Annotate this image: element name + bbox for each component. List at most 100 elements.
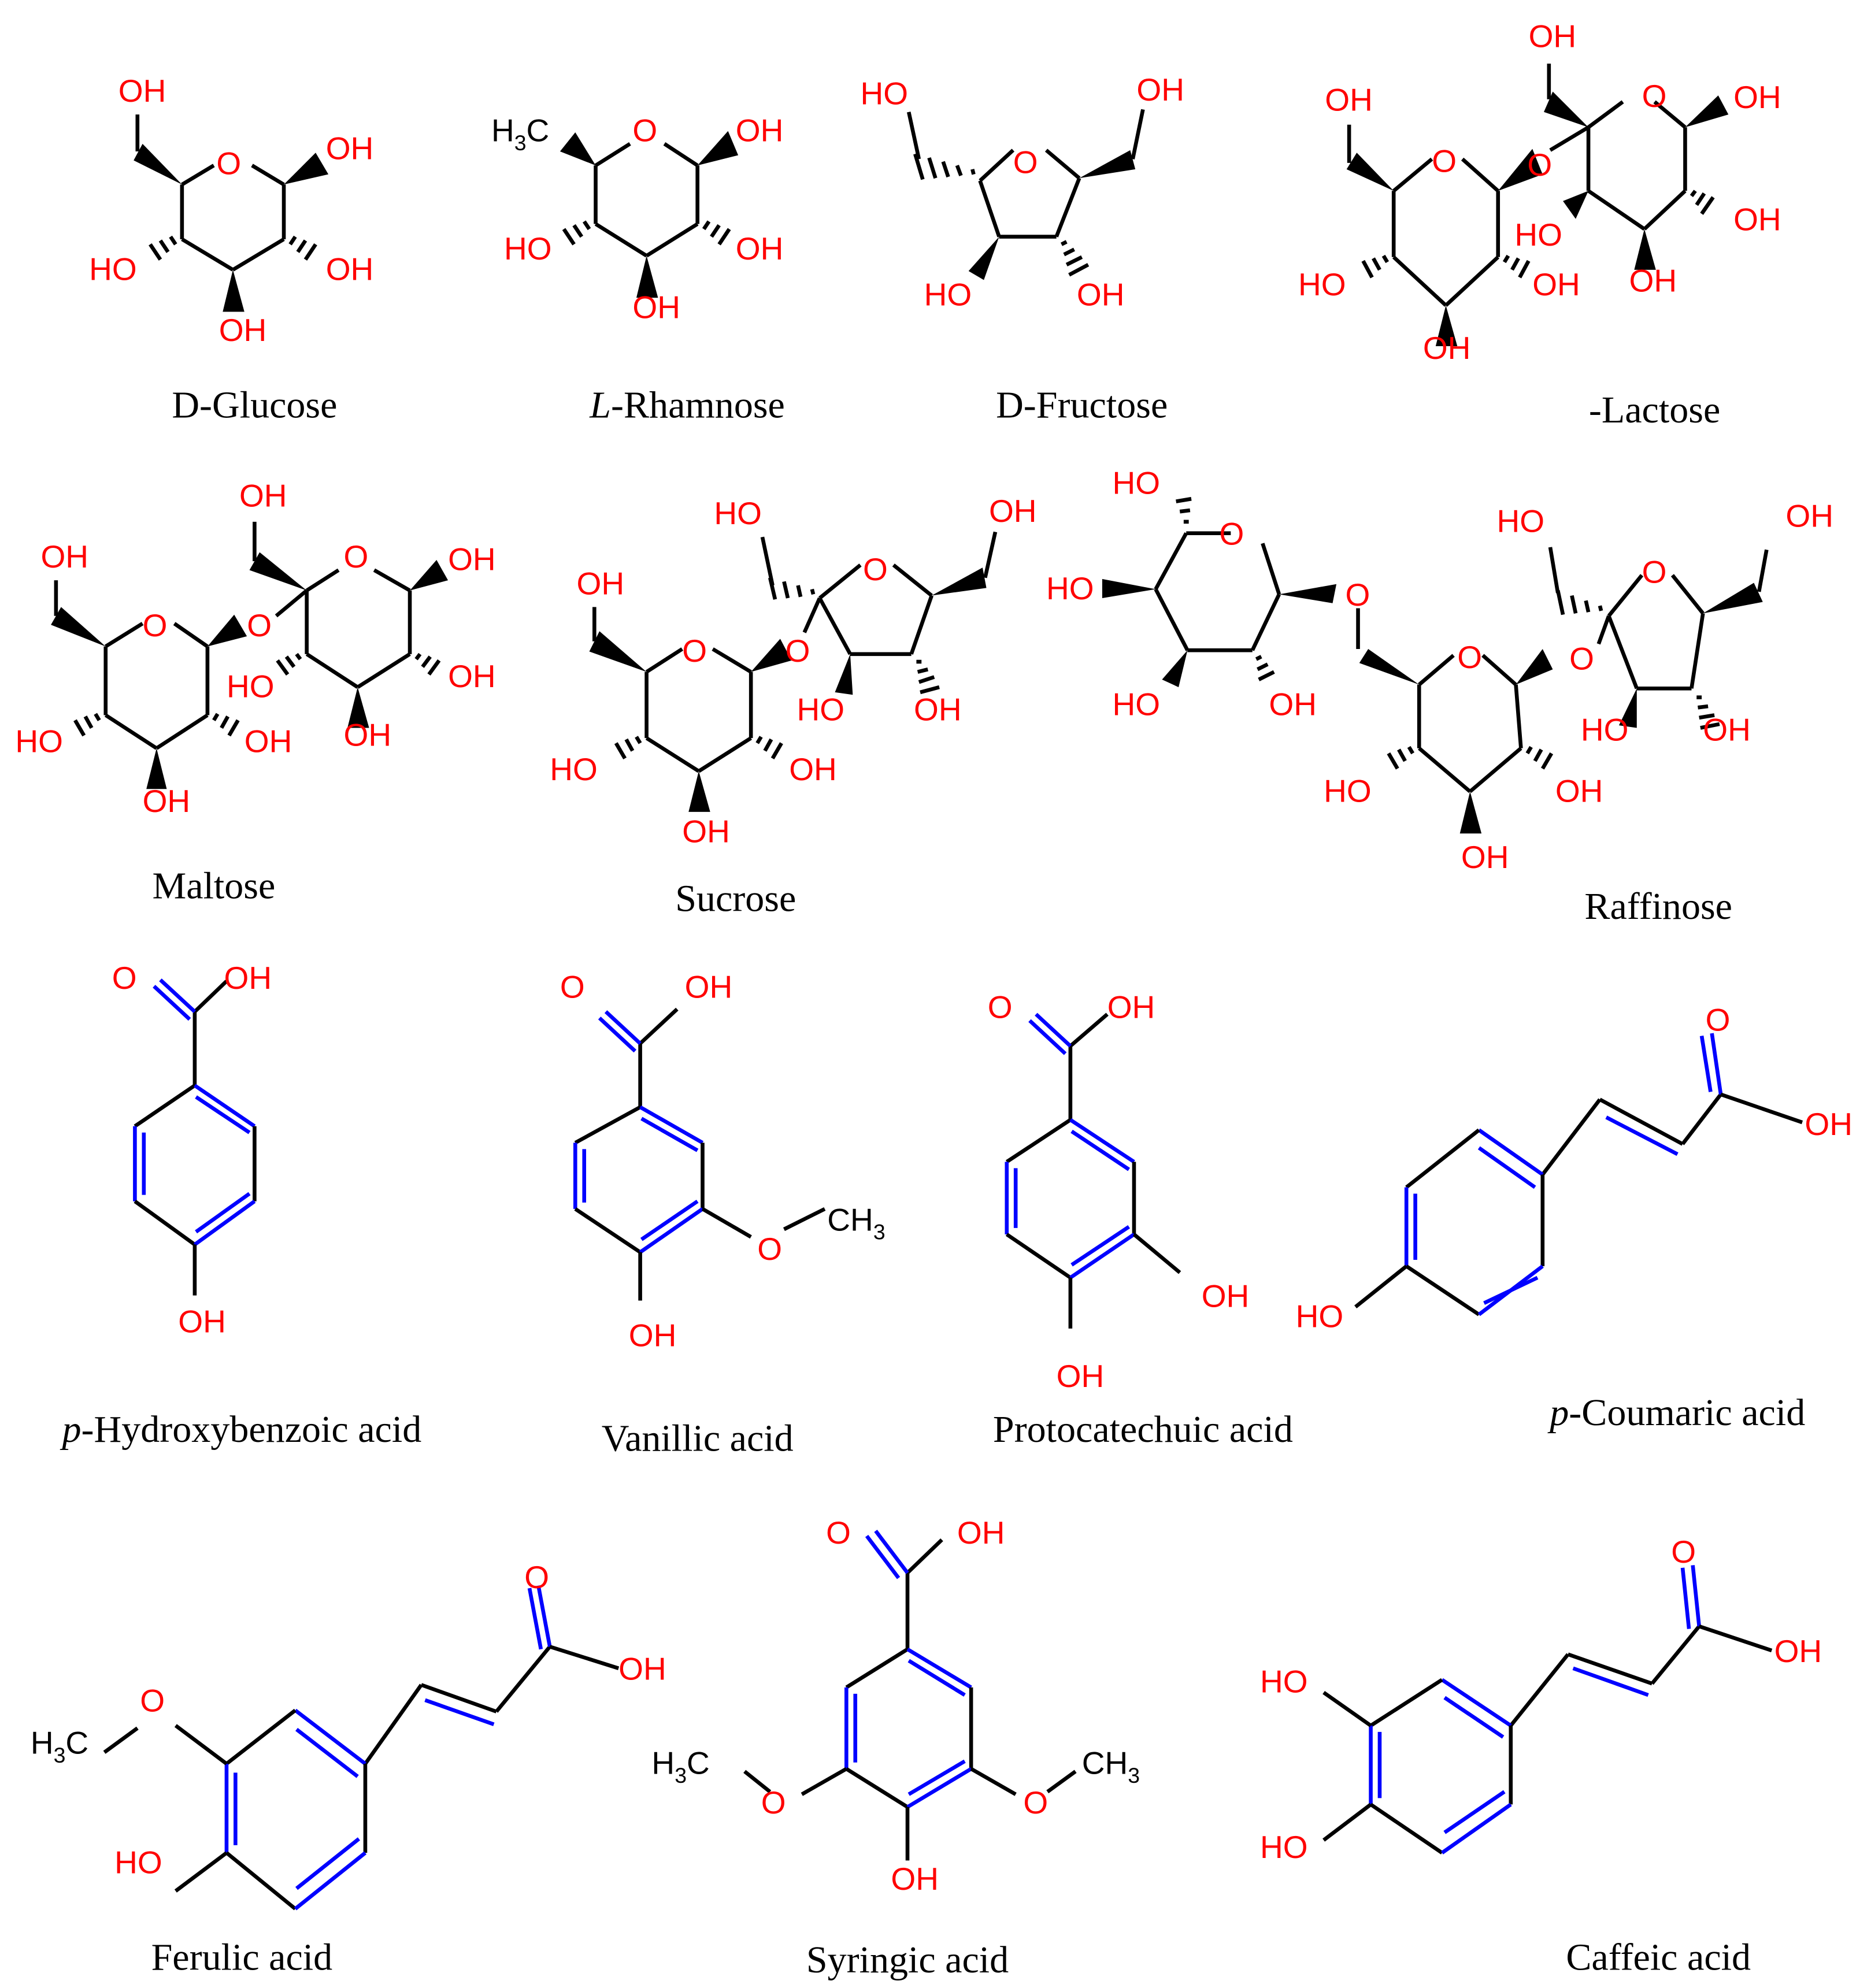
svg-text:OH: OH [1202,1278,1250,1314]
label-ferulic-acid: Ferulic acid [151,1937,333,1979]
svg-text:OH: OH [118,73,166,109]
svg-text:O: O [761,1785,786,1820]
svg-text:OH: OH [1077,276,1125,312]
structure-p-coumaric-acid: O OH HO p-Coumaric acid [1296,1002,1853,1434]
svg-text:O: O [1642,78,1667,114]
structure-protocatechuic-acid: O OH OH OH Protocatechuic acid [988,989,1293,1451]
structure-d-fructose: O HO OH HO OH D-Fructose [861,72,1184,426]
svg-text:OH: OH [1805,1106,1853,1142]
label-p-coumaric-acid: p-Coumaric acid [1547,1392,1805,1434]
svg-text:OH: OH [632,290,680,325]
svg-text:OH: OH [178,1303,226,1339]
svg-text:O: O [143,607,168,643]
svg-text:HO: HO [796,691,844,727]
structure-sucrose: O OH O O HO OH HO OH OH HO OH Sucrose [550,493,1036,920]
label-p-hydroxybenzoic-acid: p-Hydroxybenzoic acid [60,1408,422,1451]
label-d-glucose: D-Glucose [172,384,337,426]
svg-text:OH: OH [1703,712,1751,748]
svg-text:O: O [112,960,137,996]
svg-text:OH: OH [244,723,292,759]
svg-text:OH: OH [1629,262,1677,298]
label-l-rhamnose: L-Rhamnose [589,384,785,426]
svg-text:HO: HO [89,251,137,287]
svg-text:HO: HO [1046,570,1094,606]
svg-text:OH: OH [326,130,374,166]
svg-text:O: O [1457,639,1482,675]
svg-text:HO: HO [227,669,275,704]
svg-text:OH: OH [1136,72,1184,107]
svg-text:OH: OH [1785,498,1833,534]
svg-text:HO: HO [1296,1299,1344,1334]
svg-text:O: O [1642,554,1667,590]
svg-text:H3C: H3C [651,1745,709,1787]
svg-text:OH: OH [1057,1358,1105,1394]
svg-text:OH: OH [1774,1633,1822,1669]
svg-text:OH: OH [448,541,496,577]
structure-p-hydroxybenzoic-acid: O OH OH p-Hydroxybenzoic acid [60,960,422,1451]
svg-text:O: O [1220,515,1244,551]
svg-text:OH: OH [1733,202,1781,238]
svg-text:O: O [560,969,585,1004]
svg-text:HO: HO [924,276,972,312]
structure-caffeic-acid: O OH HO HO Caffeic acid [1260,1534,1822,1979]
svg-text:HO: HO [114,1844,162,1880]
svg-text:OH: OH [1325,82,1373,118]
svg-text:OH: OH [1555,773,1603,808]
svg-text:O: O [1432,143,1457,179]
structure-l-rhamnose: H3C O OH HO OH OH L-Rhamnose [491,112,785,426]
svg-text:HO: HO [1497,503,1545,539]
structure-vanillic-acid: O OH O CH3 OH Vanillic acid [560,969,886,1459]
svg-text:OH: OH [989,493,1037,529]
svg-text:OH: OH [219,312,267,348]
svg-text:HO: HO [504,231,552,266]
svg-text:OH: OH [1269,687,1317,722]
svg-text:O: O [1671,1534,1696,1570]
label-lactose: -Lactose [1589,389,1720,431]
svg-text:O: O [1706,1002,1731,1038]
svg-text:O: O [1023,1785,1048,1820]
label-protocatechuic-acid: Protocatechuic acid [993,1408,1293,1451]
svg-text:OH: OH [143,783,191,819]
svg-text:HO: HO [1298,266,1346,302]
svg-text:OH: OH [344,717,392,752]
svg-text:O: O [632,112,657,148]
svg-text:CH3: CH3 [1082,1745,1140,1787]
svg-text:O: O [1527,147,1552,183]
svg-text:O: O [786,633,810,669]
label-sucrose: Sucrose [675,878,796,920]
svg-text:OH: OH [914,691,962,727]
svg-text:O: O [216,146,241,181]
svg-text:OH: OH [448,658,496,694]
svg-text:O: O [524,1559,549,1595]
label-raffinose: Raffinose [1584,885,1732,928]
label-maltose: Maltose [153,865,276,907]
label-d-fructose: D-Fructose [996,384,1168,426]
structure-syringic-acid: O OH H3C O O CH3 OH Syringic acid [651,1515,1140,1981]
svg-text:HO: HO [1113,465,1161,500]
svg-text:HO: HO [861,76,909,112]
svg-text:OH: OH [736,112,784,148]
svg-text:HO: HO [1260,1829,1308,1865]
svg-text:OH: OH [1423,330,1471,366]
svg-text:HO: HO [1260,1664,1308,1700]
svg-text:OH: OH [957,1515,1005,1551]
svg-text:O: O [682,633,707,669]
label-vanillic-acid: Vanillic acid [602,1417,794,1459]
svg-text:O: O [757,1231,782,1267]
svg-text:OH: OH [736,231,784,266]
svg-text:OH: OH [1107,989,1155,1025]
svg-text:OH: OH [618,1651,666,1687]
svg-text:OH: OH [682,814,730,850]
svg-text:O: O [1346,577,1370,613]
svg-text:O: O [140,1683,165,1719]
svg-text:OH: OH [40,539,88,574]
svg-text:HO: HO [714,495,762,531]
label-caffeic-acid: Caffeic acid [1566,1937,1751,1979]
svg-text:OH: OH [789,751,837,787]
svg-text:OH: OH [1532,266,1580,302]
svg-text:H3C: H3C [31,1724,88,1767]
svg-text:OH: OH [326,251,374,287]
svg-text:OH: OH [239,477,287,513]
structure-ferulic-acid: O OH O H3C HO Ferulic acid [31,1559,666,1979]
